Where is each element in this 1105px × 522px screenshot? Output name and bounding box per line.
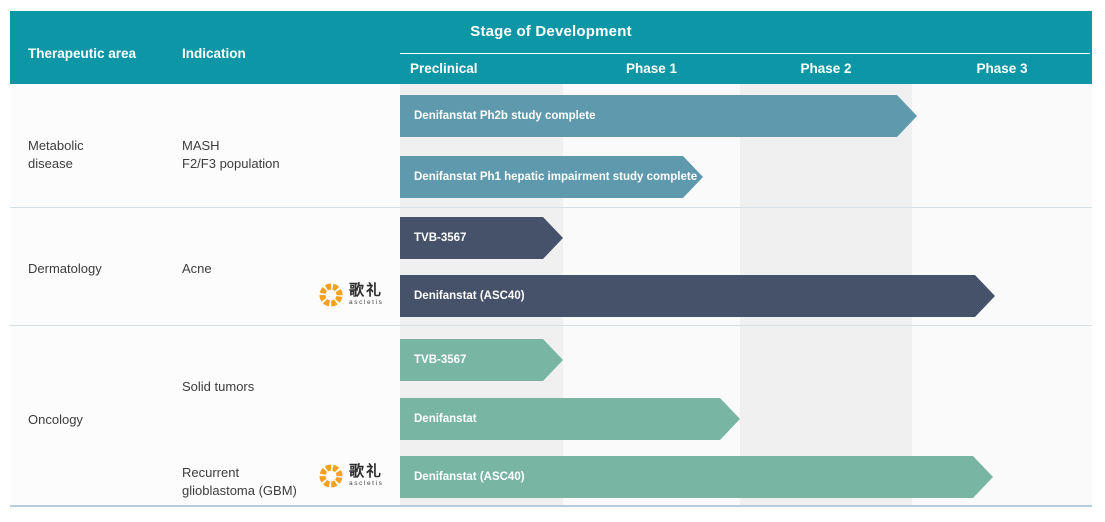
table-header: Stage of Development Therapeutic area In…: [10, 11, 1092, 84]
indication-mash: MASH F2/F3 population: [182, 138, 280, 171]
pipeline-arrow: Denifanstat (ASC40): [400, 456, 993, 498]
column-header-indication: Indication: [182, 46, 246, 61]
table-bottom-rule: [10, 505, 1092, 507]
column-header-therapeutic-area: Therapeutic area: [28, 46, 137, 61]
indication-gbm: Recurrent glioblastoma (GBM): [182, 465, 297, 498]
therapeutic-area-dermatology: Dermatology: [28, 261, 102, 276]
therapeutic-area-oncology: Oncology: [28, 412, 83, 427]
pipeline-arrow: TVB-3567: [400, 339, 563, 381]
ascletis-cjk-wordmark: 歌礼: [349, 463, 384, 481]
row-divider: [10, 325, 1092, 326]
phase-header-preclinical: Preclinical: [410, 61, 478, 76]
pipeline-arrow: Denifanstat Ph1 hepatic impairment study…: [400, 156, 703, 198]
ascletis-logo: 歌礼 ascletis: [318, 463, 383, 489]
pipeline-table: Stage of Development Therapeutic area In…: [10, 11, 1092, 509]
ascletis-ring-icon: [319, 283, 343, 307]
indication-solid-tumors: Solid tumors: [182, 379, 255, 394]
therapeutic-area-metabolic: Metabolic disease: [28, 138, 84, 171]
indication-acne: Acne: [182, 261, 212, 276]
ascletis-latin-wordmark: ascletis: [349, 480, 384, 488]
stage-title-underline: [400, 53, 1090, 54]
ascletis-logo: 歌礼 ascletis: [318, 282, 383, 308]
ascletis-ring-icon: [319, 464, 343, 488]
pipeline-arrow: Denifanstat: [400, 398, 740, 440]
pipeline-arrow: Denifanstat Ph2b study complete: [400, 95, 917, 137]
row-divider: [10, 207, 1092, 208]
ascletis-latin-wordmark: ascletis: [349, 299, 384, 307]
stage-title: Stage of Development: [470, 23, 632, 40]
phase-header-phase2: Phase 2: [800, 61, 852, 76]
pipeline-arrow: Denifanstat (ASC40): [400, 275, 995, 317]
phase-header-phase1: Phase 1: [625, 61, 678, 76]
pipeline-arrow: TVB-3567: [400, 217, 563, 259]
phase-header-phase3: Phase 3: [976, 61, 1028, 76]
ascletis-cjk-wordmark: 歌礼: [349, 282, 384, 300]
